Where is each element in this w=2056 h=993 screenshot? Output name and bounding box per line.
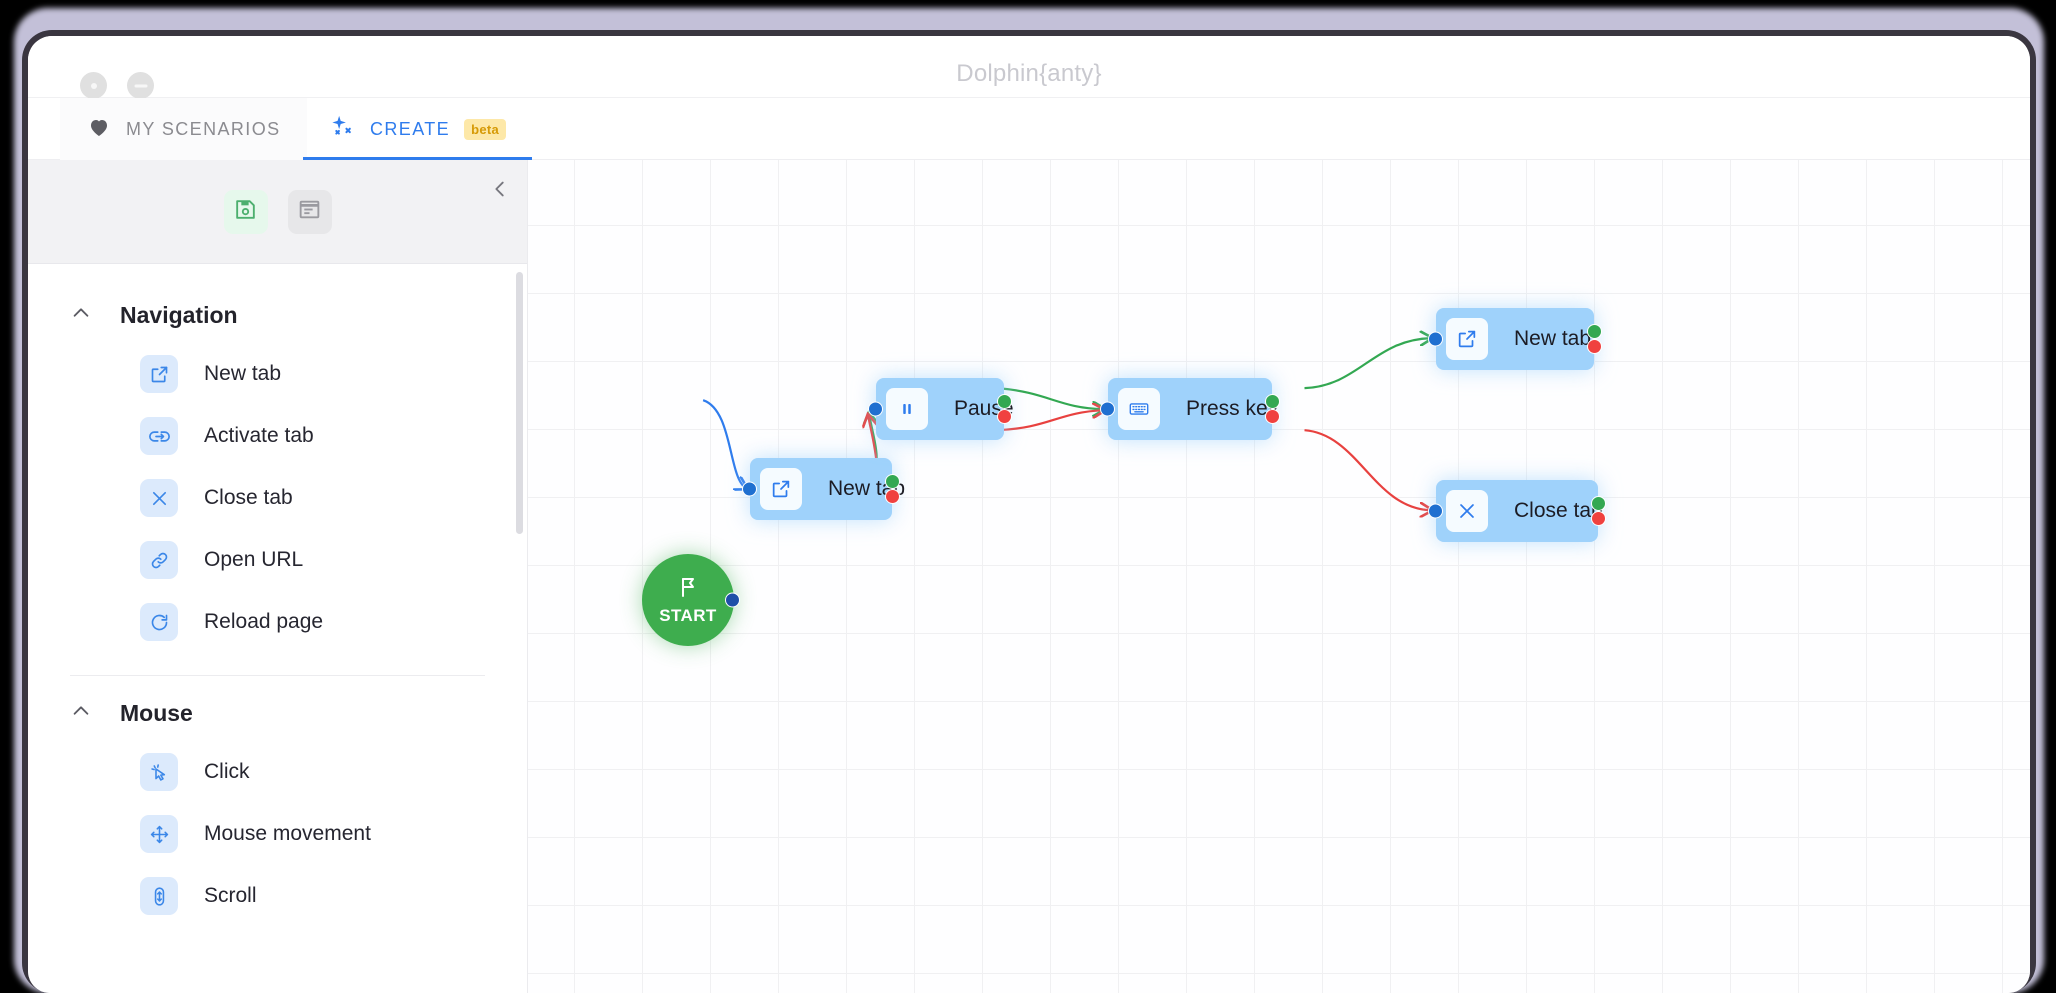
port-output-error[interactable] bbox=[885, 489, 900, 504]
close-x-icon bbox=[140, 479, 178, 517]
dot-icon bbox=[90, 82, 97, 89]
tab-create-label: CREATE bbox=[370, 118, 451, 139]
save-scenario-button[interactable] bbox=[223, 189, 268, 234]
sidebar-section-navigation-header[interactable]: Navigation bbox=[28, 278, 527, 343]
port-output-error[interactable] bbox=[1587, 339, 1602, 354]
pause-icon bbox=[886, 388, 928, 430]
node-close-tab[interactable]: Close tab bbox=[1428, 480, 1606, 542]
node-new-tab-2[interactable]: New tab bbox=[1428, 308, 1602, 370]
port-output-success[interactable] bbox=[1265, 394, 1280, 409]
sidebar-section-mouse-header[interactable]: Mouse bbox=[28, 676, 527, 741]
node-start-label: START bbox=[659, 605, 717, 625]
tab-my-scenarios[interactable]: MY SCENARIOS bbox=[60, 98, 307, 160]
external-link-icon bbox=[1446, 318, 1488, 360]
port-input[interactable] bbox=[1428, 331, 1443, 347]
node-start[interactable]: START bbox=[642, 554, 740, 646]
keyboard-icon bbox=[1118, 388, 1160, 430]
port-input[interactable] bbox=[1100, 401, 1115, 417]
sidebar-section-navigation: Navigation New tab bbox=[28, 278, 527, 653]
sidebar-item-reload-page[interactable]: Reload page bbox=[28, 591, 527, 653]
chevron-up-icon bbox=[70, 302, 92, 329]
node-new-tab-1[interactable]: New tab bbox=[742, 458, 905, 520]
sidebar-item-reload-page-label: Reload page bbox=[204, 610, 324, 633]
sidebar-section-mouse: Mouse Click bbox=[28, 676, 527, 927]
node-press-key[interactable]: Press key bbox=[1100, 378, 1280, 440]
reload-icon bbox=[140, 603, 178, 641]
window-minimize-button[interactable] bbox=[127, 72, 154, 99]
save-icon bbox=[233, 197, 258, 227]
sidebar-item-click[interactable]: Click bbox=[28, 741, 527, 803]
move-arrows-icon bbox=[140, 815, 178, 853]
port-input[interactable] bbox=[1428, 503, 1443, 519]
port-input[interactable] bbox=[868, 401, 883, 417]
sidebar-item-mouse-movement-label: Mouse movement bbox=[204, 822, 371, 845]
sidebar-item-mouse-movement[interactable]: Mouse movement bbox=[28, 803, 527, 865]
port-output-success[interactable] bbox=[1591, 496, 1606, 511]
port-output-success[interactable] bbox=[1587, 324, 1602, 339]
canvas-grid bbox=[528, 160, 2030, 993]
sidebar-toolbar bbox=[28, 160, 527, 264]
main-area: Navigation New tab bbox=[28, 160, 2030, 993]
sidebar-divider bbox=[70, 675, 485, 676]
minus-icon bbox=[134, 84, 147, 87]
flag-icon bbox=[676, 575, 700, 604]
sidebar-item-click-label: Click bbox=[204, 760, 250, 783]
node-new-tab-2-label: New tab bbox=[1514, 327, 1592, 350]
sidebar-section-mouse-title: Mouse bbox=[120, 700, 193, 726]
sidebar-item-new-tab-label: New tab bbox=[204, 362, 282, 385]
sidebar-item-new-tab[interactable]: New tab bbox=[28, 343, 527, 405]
sidebar-scroll-area[interactable]: Navigation New tab bbox=[28, 264, 527, 993]
title-bar: Dolphin{anty} bbox=[28, 36, 2030, 99]
app-window: Dolphin{anty} MY SCENARIOS bbox=[28, 36, 2030, 993]
heart-icon bbox=[86, 115, 112, 144]
external-link-icon bbox=[140, 355, 178, 393]
close-x-icon bbox=[1446, 490, 1488, 532]
port-output-error[interactable] bbox=[1265, 409, 1280, 424]
port-input[interactable] bbox=[742, 481, 757, 497]
template-button[interactable] bbox=[287, 189, 332, 234]
document-icon bbox=[297, 197, 322, 227]
chevron-left-icon bbox=[489, 178, 511, 205]
sidebar-item-open-url-label: Open URL bbox=[204, 548, 304, 571]
scroll-icon bbox=[140, 877, 178, 915]
port-output-success[interactable] bbox=[885, 474, 900, 489]
port-output-error[interactable] bbox=[1591, 511, 1606, 526]
chain-link-icon bbox=[140, 541, 178, 579]
status-badge: beta bbox=[464, 118, 507, 140]
sidebar-item-close-tab-label: Close tab bbox=[204, 486, 293, 509]
node-close-tab-label: Close tab bbox=[1514, 499, 1603, 522]
page-title: Dolphin{anty} bbox=[956, 60, 1102, 87]
sidebar-item-activate-tab[interactable]: Activate tab bbox=[28, 405, 527, 467]
link-arrow-icon bbox=[140, 417, 178, 455]
sidebar-item-open-url[interactable]: Open URL bbox=[28, 529, 527, 591]
chevron-up-icon bbox=[70, 700, 92, 727]
sidebar-section-navigation-title: Navigation bbox=[120, 302, 238, 328]
port-output-success[interactable] bbox=[997, 394, 1012, 409]
sidebar-item-scroll-label: Scroll bbox=[204, 884, 257, 907]
port-output-error[interactable] bbox=[997, 409, 1012, 424]
cursor-click-icon bbox=[140, 753, 178, 791]
flow-canvas[interactable]: START New tab bbox=[528, 160, 2030, 993]
tab-bar: MY SCENARIOS CREATE beta bbox=[28, 98, 2030, 215]
sidebar-item-close-tab[interactable]: Close tab bbox=[28, 467, 527, 529]
tab-my-scenarios-label: MY SCENARIOS bbox=[126, 118, 281, 139]
tab-create[interactable]: CREATE beta bbox=[303, 98, 533, 160]
sidebar-item-scroll[interactable]: Scroll bbox=[28, 865, 527, 927]
sparkle-icon bbox=[329, 113, 356, 145]
external-link-icon bbox=[760, 468, 802, 510]
node-press-key-label: Press key bbox=[1186, 397, 1279, 420]
sidebar-scrollbar[interactable] bbox=[516, 272, 523, 534]
flow-edges bbox=[702, 160, 2030, 993]
sidebar-collapse-button[interactable] bbox=[483, 174, 517, 208]
window-close-button[interactable] bbox=[80, 72, 107, 99]
port-output[interactable] bbox=[725, 592, 740, 608]
sidebar: Navigation New tab bbox=[28, 160, 528, 993]
node-pause[interactable]: Pause bbox=[868, 378, 1014, 440]
sidebar-item-activate-tab-label: Activate tab bbox=[204, 424, 314, 447]
